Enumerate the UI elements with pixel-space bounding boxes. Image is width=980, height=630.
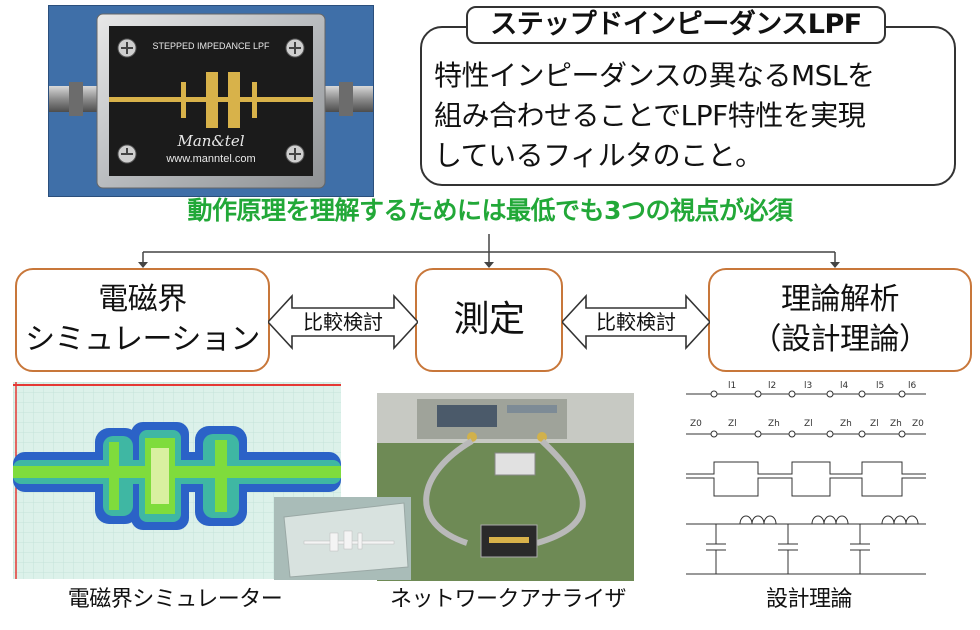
impedance-label: Z0 bbox=[690, 419, 702, 429]
compare-label: 比較検討 bbox=[303, 310, 383, 334]
design-theory-diagram: l1 l2 l3 l4 l5 l6 Z0 Zl Zh Zl Zh Zl Zh Z… bbox=[676, 378, 944, 582]
length-label: l6 bbox=[908, 381, 917, 391]
compare-arrow-right: 比較検討 bbox=[560, 293, 712, 351]
length-label: l5 bbox=[876, 381, 884, 391]
callout-line: 組み合わせることでLPF特性を実現 bbox=[434, 99, 866, 132]
headline: 動作原理を理解するためには最低でも3つの視点が必須 bbox=[187, 196, 793, 225]
network-analyzer-photo bbox=[377, 393, 634, 581]
theory-box: 理論解析 （設計理論） bbox=[708, 268, 972, 372]
theory-label: 理論解析 bbox=[781, 282, 900, 317]
length-label: l4 bbox=[840, 381, 849, 391]
impedance-label: Zl bbox=[728, 419, 737, 429]
impedance-label: Z0 bbox=[912, 419, 924, 429]
measurement-label: 測定 bbox=[453, 299, 525, 340]
impedance-label: Zh bbox=[840, 419, 852, 429]
caption-em-simulator: 電磁界シミュレーター bbox=[67, 587, 283, 612]
length-label: l2 bbox=[768, 381, 776, 391]
impedance-label: Zh bbox=[890, 419, 902, 429]
theory-label: （設計理論） bbox=[751, 322, 930, 357]
callout-title: ステップドインピーダンスLPF bbox=[466, 6, 886, 44]
board-label: STEPPED IMPEDANCE LPF bbox=[152, 41, 270, 51]
definition-callout: 特性インピーダンスの異なるMSLを 組み合わせることでLPF特性を実現 している… bbox=[420, 26, 956, 186]
length-label: l1 bbox=[728, 381, 736, 391]
compare-arrow-left: 比較検討 bbox=[266, 293, 420, 351]
em-simulation-label: シミュレーション bbox=[25, 322, 260, 357]
em-simulation-label: 電磁界 bbox=[98, 282, 187, 317]
maker-logo: Man&tel bbox=[176, 132, 244, 150]
length-label: l3 bbox=[804, 381, 812, 391]
compare-label: 比較検討 bbox=[596, 310, 676, 334]
callout-line: しているフィルタのこと。 bbox=[434, 139, 763, 172]
em-simulation-box: 電磁界 シミュレーション bbox=[15, 268, 270, 372]
pcb-photo bbox=[274, 497, 411, 580]
caption-design-theory: 設計理論 bbox=[765, 587, 853, 612]
maker-url: www.manntel.com bbox=[165, 153, 255, 165]
callout-line: 特性インピーダンスの異なるMSLを bbox=[434, 59, 875, 92]
impedance-label: Zl bbox=[870, 419, 879, 429]
lpf-board-photo: STEPPED IMPEDANCE LPF Man&tel www.mannte… bbox=[48, 5, 374, 197]
impedance-label: Zl bbox=[804, 419, 813, 429]
branch-connector bbox=[138, 234, 840, 268]
impedance-label: Zh bbox=[768, 419, 780, 429]
measurement-box: 測定 bbox=[415, 268, 563, 372]
caption-network-analyzer: ネットワークアナライザ bbox=[389, 587, 627, 612]
